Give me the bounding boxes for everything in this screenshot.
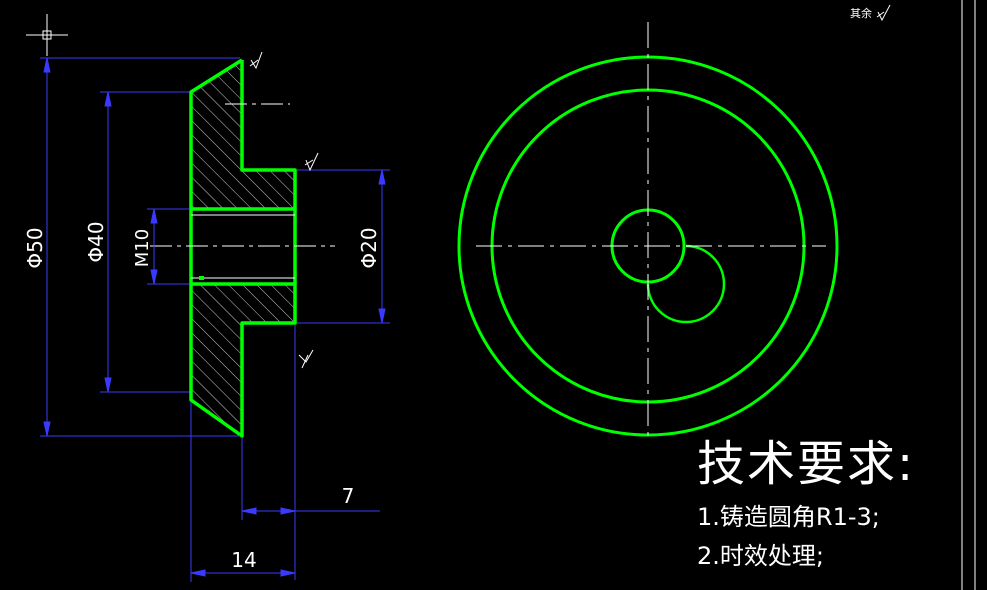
dim-line-d50 xyxy=(40,57,240,437)
dim-text-d40: Φ40 xyxy=(84,221,108,262)
dim-text-d20: Φ20 xyxy=(357,227,381,268)
tech-requirement-item-2: 2.时效处理; xyxy=(697,542,824,570)
dim-line-len14 xyxy=(190,402,296,582)
thread-arc xyxy=(646,244,726,324)
roughness-symbol-icon xyxy=(249,51,263,70)
dim-line-m10 xyxy=(147,208,189,285)
dim-text-d50: Φ50 xyxy=(23,227,47,268)
front-view xyxy=(457,22,839,440)
roughness-symbol-icon xyxy=(298,349,314,369)
roughness-symbol-icon xyxy=(876,4,891,22)
hatch-top xyxy=(191,60,295,209)
section-view-outline xyxy=(189,58,297,438)
dim-line-d20 xyxy=(297,169,390,324)
thread-mark xyxy=(199,276,204,280)
tech-requirements-title: 技术要求: xyxy=(697,436,916,492)
tech-requirement-item-1: 1.铸造圆角R1-3; xyxy=(697,503,880,531)
dim-text-len7: 7 xyxy=(342,484,355,508)
dim-line-d40 xyxy=(100,91,189,393)
hatch-bottom xyxy=(191,284,295,436)
dim-text-len14: 14 xyxy=(231,548,256,572)
dim-line-len7 xyxy=(241,325,380,580)
roughness-symbol-icon xyxy=(304,152,319,172)
general-roughness-note: 其余 xyxy=(850,7,872,20)
dim-text-m10: M10 xyxy=(132,229,153,267)
ucs-crosshair-icon[interactable] xyxy=(26,14,68,56)
